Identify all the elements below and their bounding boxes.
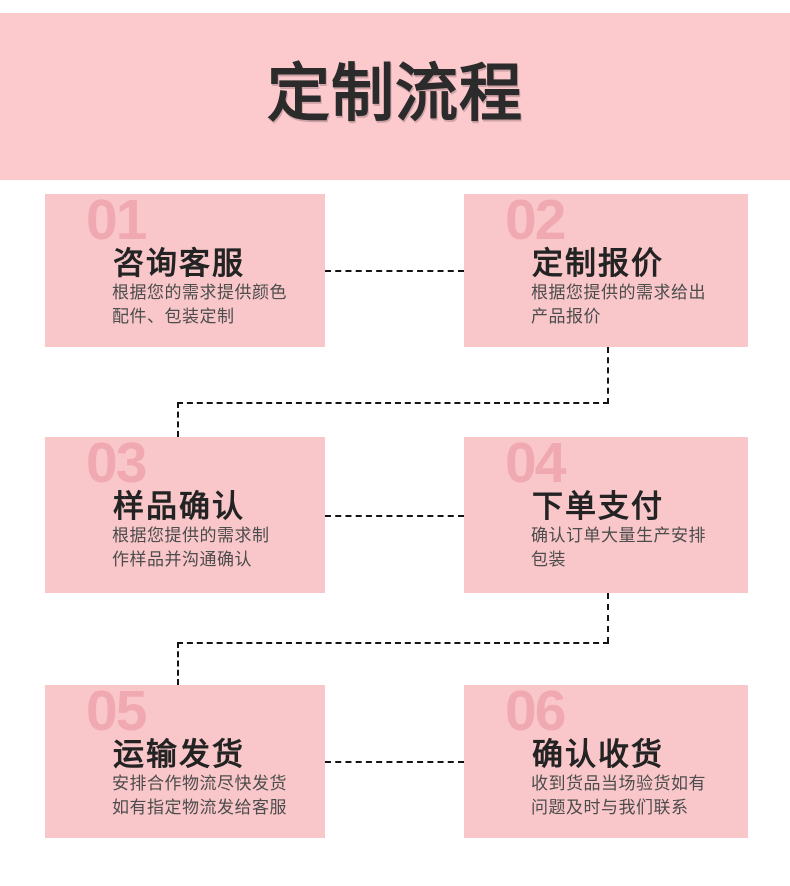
step-title: 确认收货	[532, 737, 664, 772]
step-description: 确认订单大量生产安排 包装	[531, 526, 706, 569]
step-title: 样品确认	[113, 489, 245, 524]
step-description: 根据您的需求提供颜色 配件、包装定制	[112, 283, 287, 326]
step-title: 下单支付	[532, 489, 664, 524]
page-title: 定制流程	[267, 59, 523, 129]
step-title: 咨询客服	[113, 246, 245, 281]
step-card-5: 05 运输发货 安排合作物流尽快发货 如有指定物流发给客服	[45, 679, 325, 838]
step-number: 04	[505, 431, 566, 495]
step-description: 根据您提供的需求给出 产品报价	[531, 283, 706, 326]
connector-step4-step5-horizontal	[177, 642, 609, 644]
step-number: 03	[86, 431, 147, 495]
connector-step3-step4	[325, 515, 464, 517]
connector-step5-entry	[177, 642, 179, 685]
connector-step1-step2	[325, 270, 464, 272]
connector-step4-down	[607, 593, 609, 643]
connector-step5-step6	[325, 761, 464, 763]
step-card-1: 01 咨询客服 根据您的需求提供颜色 配件、包装定制	[45, 188, 325, 347]
step-card-6: 06 确认收货 收到货品当场验货如有 问题及时与我们联系	[464, 679, 748, 838]
step-title: 运输发货	[113, 737, 245, 772]
step-title: 定制报价	[532, 246, 664, 281]
connector-step3-entry	[177, 402, 179, 437]
step-number: 05	[86, 679, 147, 743]
step-card-3: 03 样品确认 根据您提供的需求制 作样品并沟通确认	[45, 431, 325, 593]
connector-step2-step3-horizontal	[177, 402, 609, 404]
connector-step2-down	[607, 347, 609, 404]
step-number: 01	[86, 188, 147, 252]
step-description: 收到货品当场验货如有 问题及时与我们联系	[531, 774, 706, 817]
step-card-4: 04 下单支付 确认订单大量生产安排 包装	[464, 431, 748, 593]
header-banner: 定制流程	[0, 13, 790, 180]
step-card-2: 02 定制报价 根据您提供的需求给出 产品报价	[464, 188, 748, 347]
step-number: 06	[505, 679, 566, 743]
step-description: 根据您提供的需求制 作样品并沟通确认	[112, 526, 270, 569]
step-description: 安排合作物流尽快发货 如有指定物流发给客服	[112, 774, 287, 817]
step-number: 02	[505, 188, 566, 252]
